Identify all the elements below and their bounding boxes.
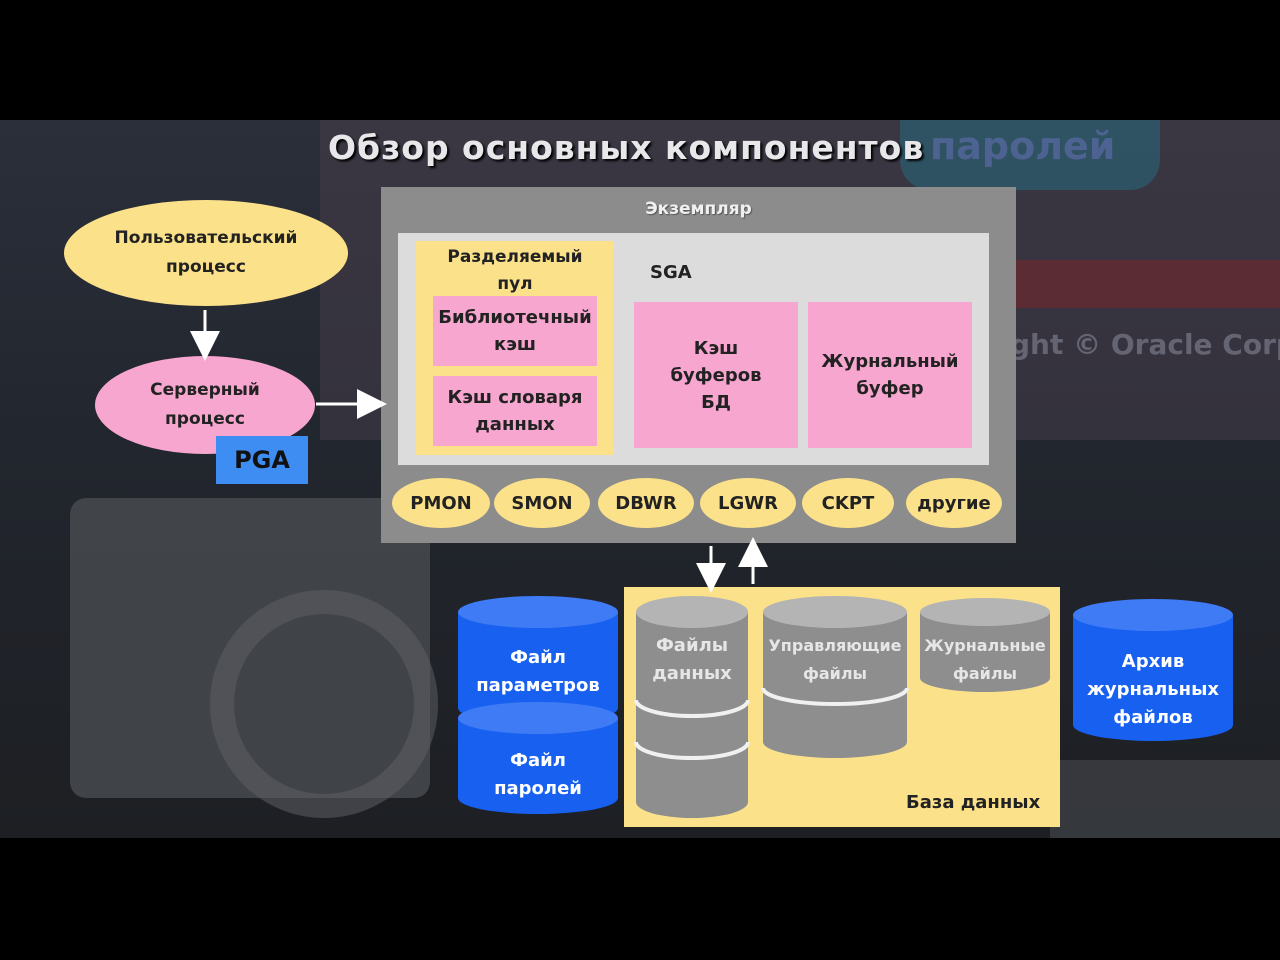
- password-file-cylinder: [458, 702, 618, 814]
- data-files-label: Файлы данных: [636, 632, 748, 688]
- dictionary-cache-box: Кэш словаря данных: [433, 376, 597, 446]
- process-pmon: PMON: [392, 478, 490, 528]
- screen-ghost-word: паролей: [930, 124, 1116, 168]
- library-cache-line1: Библиотечный: [438, 307, 592, 328]
- instance-label: Экземпляр: [645, 199, 752, 219]
- control-files-cylinder: [761, 596, 909, 758]
- shared-pool-label: Разделяемый пул: [416, 244, 614, 298]
- archive-files-line3: файлов: [1113, 707, 1193, 728]
- slide-title: Обзор основных компонентов: [328, 128, 925, 167]
- param-file-label: Файл параметров: [458, 644, 618, 700]
- data-files-cylinder: [634, 596, 750, 818]
- process-ckpt: CKPT: [802, 478, 894, 528]
- redo-buffer-line1: Журнальный: [821, 351, 959, 372]
- pga-box: PGA: [216, 436, 308, 484]
- user-process-line1: Пользовательский: [114, 228, 298, 248]
- archive-files-cylinder: [1073, 599, 1233, 741]
- server-process-line2: процесс: [165, 409, 245, 429]
- archive-files-line2: журнальных: [1086, 679, 1219, 700]
- control-files-label: Управляющие файлы: [758, 632, 912, 688]
- redo-files-label: Журнальные файлы: [914, 632, 1056, 688]
- process-other: другие: [906, 478, 1002, 528]
- password-file-label: Файл паролей: [458, 747, 618, 803]
- sga-label: SGA: [650, 262, 692, 283]
- param-file-line1: Файл: [510, 647, 566, 668]
- user-process-line2: процесс: [166, 257, 246, 277]
- buffer-cache-line3: БД: [701, 391, 731, 413]
- library-cache-line2: кэш: [493, 334, 536, 355]
- user-process-ellipse: Пользовательский процесс: [64, 200, 348, 306]
- buffer-cache-line1: Кэш: [693, 337, 739, 359]
- buffer-cache-line2: буферов: [670, 364, 762, 386]
- redo-buffer-box: Журнальный буфер: [808, 302, 972, 448]
- shared-pool-label-line2: пул: [497, 274, 533, 294]
- dictionary-cache-line2: данных: [475, 414, 555, 435]
- data-files-line1: Файлы: [655, 635, 729, 656]
- password-file-line1: Файл: [510, 750, 566, 771]
- dictionary-cache-line1: Кэш словаря: [447, 387, 583, 408]
- process-lgwr: LGWR: [700, 478, 796, 528]
- process-dbwr: DBWR: [598, 478, 694, 528]
- screen-teal-shape: [900, 120, 1160, 190]
- redo-files-cylinder: [920, 598, 1050, 692]
- data-files-line2: данных: [652, 663, 732, 684]
- buffer-cache-box: Кэш буферов БД: [634, 302, 798, 448]
- process-smon: SMON: [494, 478, 590, 528]
- shared-pool-label-line1: Разделяемый: [447, 247, 583, 267]
- redo-buffer-line2: буфер: [856, 378, 924, 399]
- password-file-line2: паролей: [494, 778, 582, 799]
- background-keyboard: [1050, 760, 1280, 838]
- redo-files-line2: файлы: [952, 664, 1018, 683]
- archive-files-line1: Архив: [1121, 651, 1185, 672]
- control-files-line2: файлы: [802, 664, 868, 683]
- database-label: База данных: [906, 792, 1041, 813]
- library-cache-box: Библиотечный кэш: [433, 296, 597, 366]
- server-process-line1: Серверный: [150, 380, 260, 400]
- archive-files-label: Архив журнальных файлов: [1073, 648, 1233, 732]
- screen-ghost-copyright: ght © Oracle Corp: [1010, 328, 1280, 361]
- redo-files-line1: Журнальные: [924, 636, 1046, 655]
- control-files-line1: Управляющие: [768, 636, 902, 655]
- param-file-line2: параметров: [476, 675, 600, 696]
